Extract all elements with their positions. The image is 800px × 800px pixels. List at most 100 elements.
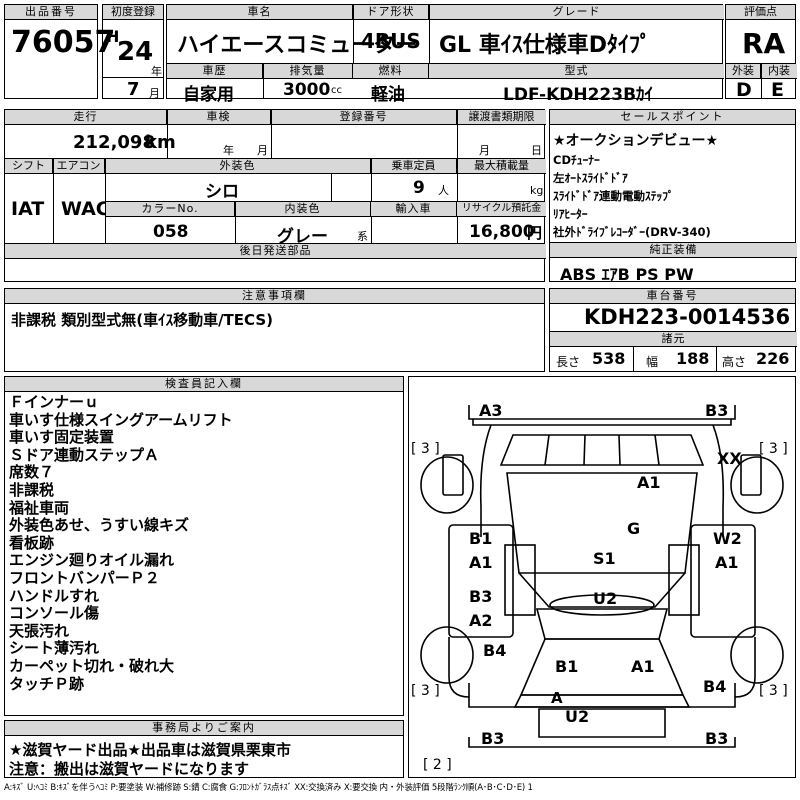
recycle-unit: 円 [527, 224, 543, 242]
displacement-unit: cc [331, 85, 342, 96]
inspector-note-line: シート薄汚れ [9, 639, 100, 658]
equip-value: ABS ｴｱB PS PW [560, 265, 694, 284]
inspector-note-line: 車いす仕様スイングアームリフト [9, 410, 233, 429]
mark-u2-roof: U2 [593, 589, 618, 608]
import-label: 輸入車 [371, 202, 457, 217]
mark-xx: XX [717, 449, 742, 468]
inspector-note-line: カーペット切れ・破れ大 [9, 656, 175, 675]
sales-label: セールスポイント [550, 110, 795, 125]
inspection-year-unit: 年 [223, 144, 234, 157]
reg-number-label: 登録番号 [271, 110, 457, 125]
office-line-1: ★滋賀ヤード出品★出品車は滋賀県栗東市 [9, 741, 291, 759]
mark-a1-roof: A1 [637, 473, 661, 492]
car-info-box: 車名 ドア形状 グレード ハイエースコミューター 4BUS GL 車ｲｽ仕様車D… [166, 4, 724, 105]
mark-a1-rear: A1 [631, 657, 655, 676]
mark-a-rear: A [551, 689, 563, 707]
mark-b3-rear-right: B3 [705, 729, 729, 748]
shift-label: シフト [5, 159, 53, 174]
office-label: 事務局よりご案内 [5, 721, 403, 736]
mark-a2: A2 [469, 611, 493, 630]
damage-diagram: A3 B3 XX A1 G B1 A1 W2 A1 S1 B3 A2 U2 B4… [408, 376, 796, 778]
office-line-2: 注意：搬出は滋賀ヤードになります [9, 760, 250, 778]
vehicle-outline [420, 405, 784, 748]
first-reg-box: 初度登録 H 24 年 7 月 [102, 4, 164, 100]
transfer-day-unit: 日 [531, 144, 542, 157]
dims-label: 諸元 [550, 332, 797, 347]
car-name-label: 車名 [167, 5, 353, 20]
reg-month: 7 [127, 79, 140, 100]
exterior-color: シロ [205, 182, 239, 202]
mark-b1-left: B1 [469, 529, 493, 548]
reg-year: 24 [117, 37, 154, 67]
tire-fr: [ 3 ] [759, 441, 788, 457]
month-unit: 月 [149, 87, 160, 100]
inspector-note-line: Ｓドア連動ステップＡ [9, 445, 160, 464]
inspector-note-line: 車いす固定装置 [9, 428, 115, 447]
inspector-note-line: Ｆインナーｕ [9, 393, 100, 411]
office-box: 事務局よりご案内 ★滋賀ヤード出品★出品車は滋賀県栗東市 注意：搬出は滋賀ヤード… [4, 720, 404, 778]
lot-box: 出品番号 76057 [4, 4, 115, 99]
mark-b4-left: B4 [483, 641, 507, 660]
capacity: 9 [413, 178, 425, 198]
int-score: E [771, 79, 784, 101]
inspector-note-line: タッチＰ跡 [9, 674, 85, 693]
inspection-label: 車検 [167, 110, 271, 125]
length-label: 長さ [556, 355, 581, 369]
chassis-number: KDH223-0014536 [584, 305, 791, 329]
sales-box: セールスポイント ★オークションデビュー★CDﾁｭｰﾅｰ左ｵｰﾄｽﾗｲﾄﾞﾄﾞｱ… [549, 109, 797, 284]
mileage: 212,098 [73, 132, 155, 153]
sales-point-item: 左ｵｰﾄｽﾗｲﾄﾞﾄﾞｱ [553, 171, 628, 185]
grade: GL 車ｲｽ仕様車Dﾀｲﾌﾟ [439, 33, 651, 58]
model: LDF-KDH223Bｶｲ [503, 85, 654, 105]
transfer-label: 譲渡書類期限 [457, 110, 546, 125]
inspector-note-line: 席数７ [9, 463, 55, 482]
sales-point-item: ★オークションデビュー★ [553, 133, 719, 149]
later-parts-label: 後日発送部品 [5, 244, 546, 259]
mark-b3-rear-left: B3 [481, 729, 505, 748]
ac: WAC [61, 198, 110, 220]
model-label: 型式 [429, 64, 724, 79]
notes-box: 注意事項欄 非課税 類別型式無(車ｲｽ移動車/TECS) [4, 288, 545, 372]
tire-rl: [ 3 ] [411, 683, 440, 699]
load-unit: kg [530, 184, 544, 197]
color-no-label: カラーNo. [106, 202, 235, 217]
door-label: ドア形状 [353, 5, 429, 20]
transfer-month-unit: 月 [479, 144, 490, 157]
tire-rr: [ 3 ] [759, 683, 788, 699]
sales-list: ★オークションデビュー★CDﾁｭｰﾅｰ左ｵｰﾄｽﾗｲﾄﾞﾄﾞｱｽﾗｲﾄﾞﾄﾞｱ連… [553, 132, 718, 241]
mark-a3-front: A3 [479, 401, 503, 420]
legend: A:ｷｽﾞ U:ﾍｺﾐ B:ｷｽﾞを伴うﾍｺﾐ P:要塗装 W:補修跡 S:錆 … [4, 783, 533, 793]
score: RA [742, 27, 786, 60]
inspector-note-line: 非課税 [9, 480, 55, 499]
inspector-note-line: フロントバンパーＰ２ [9, 568, 160, 587]
displacement: 3000 [283, 80, 331, 100]
sales-point-item: ﾘｱﾋｰﾀｰ [553, 207, 588, 221]
inspector-note-line: ハンドルすれ [9, 586, 100, 605]
length: 538 [592, 349, 626, 368]
capacity-label: 乗車定員 [371, 159, 457, 174]
mark-w2: W2 [713, 529, 742, 548]
equip-label: 純正装備 [550, 243, 797, 258]
sales-point-item: 社外ﾄﾞﾗｲﾌﾞﾚｺｰﾀﾞｰ(DRV-340) [553, 225, 711, 239]
car-name: ハイエースコミューター [177, 33, 418, 58]
mark-s1: S1 [593, 549, 616, 568]
mark-b1-rear: B1 [555, 657, 579, 676]
int-color: グレー [277, 227, 328, 247]
width-label: 幅 [646, 355, 659, 369]
chassis-box: 車台番号 KDH223-0014536 諸元 長さ 538 幅 188 高さ 2… [549, 288, 797, 372]
mark-a1-right: A1 [715, 553, 739, 572]
mark-b3-front: B3 [705, 401, 729, 420]
inspector-note-line: コンソール傷 [9, 604, 100, 623]
score-box: 評価点 RA 外装 内装 D E [725, 4, 797, 101]
int-label: 内装 [761, 64, 797, 79]
door-type: 4BUS [361, 29, 421, 53]
fuel: 軽油 [371, 85, 405, 105]
height: 226 [756, 349, 790, 368]
inspector-label: 検査員記入欄 [5, 377, 403, 392]
grade-label: グレード [429, 5, 724, 20]
mark-a1-left: A1 [469, 553, 493, 572]
first-reg-label: 初度登録 [103, 5, 163, 20]
int-color-label: 内装色 [235, 202, 371, 217]
load-label: 最大積載量 [457, 159, 546, 174]
